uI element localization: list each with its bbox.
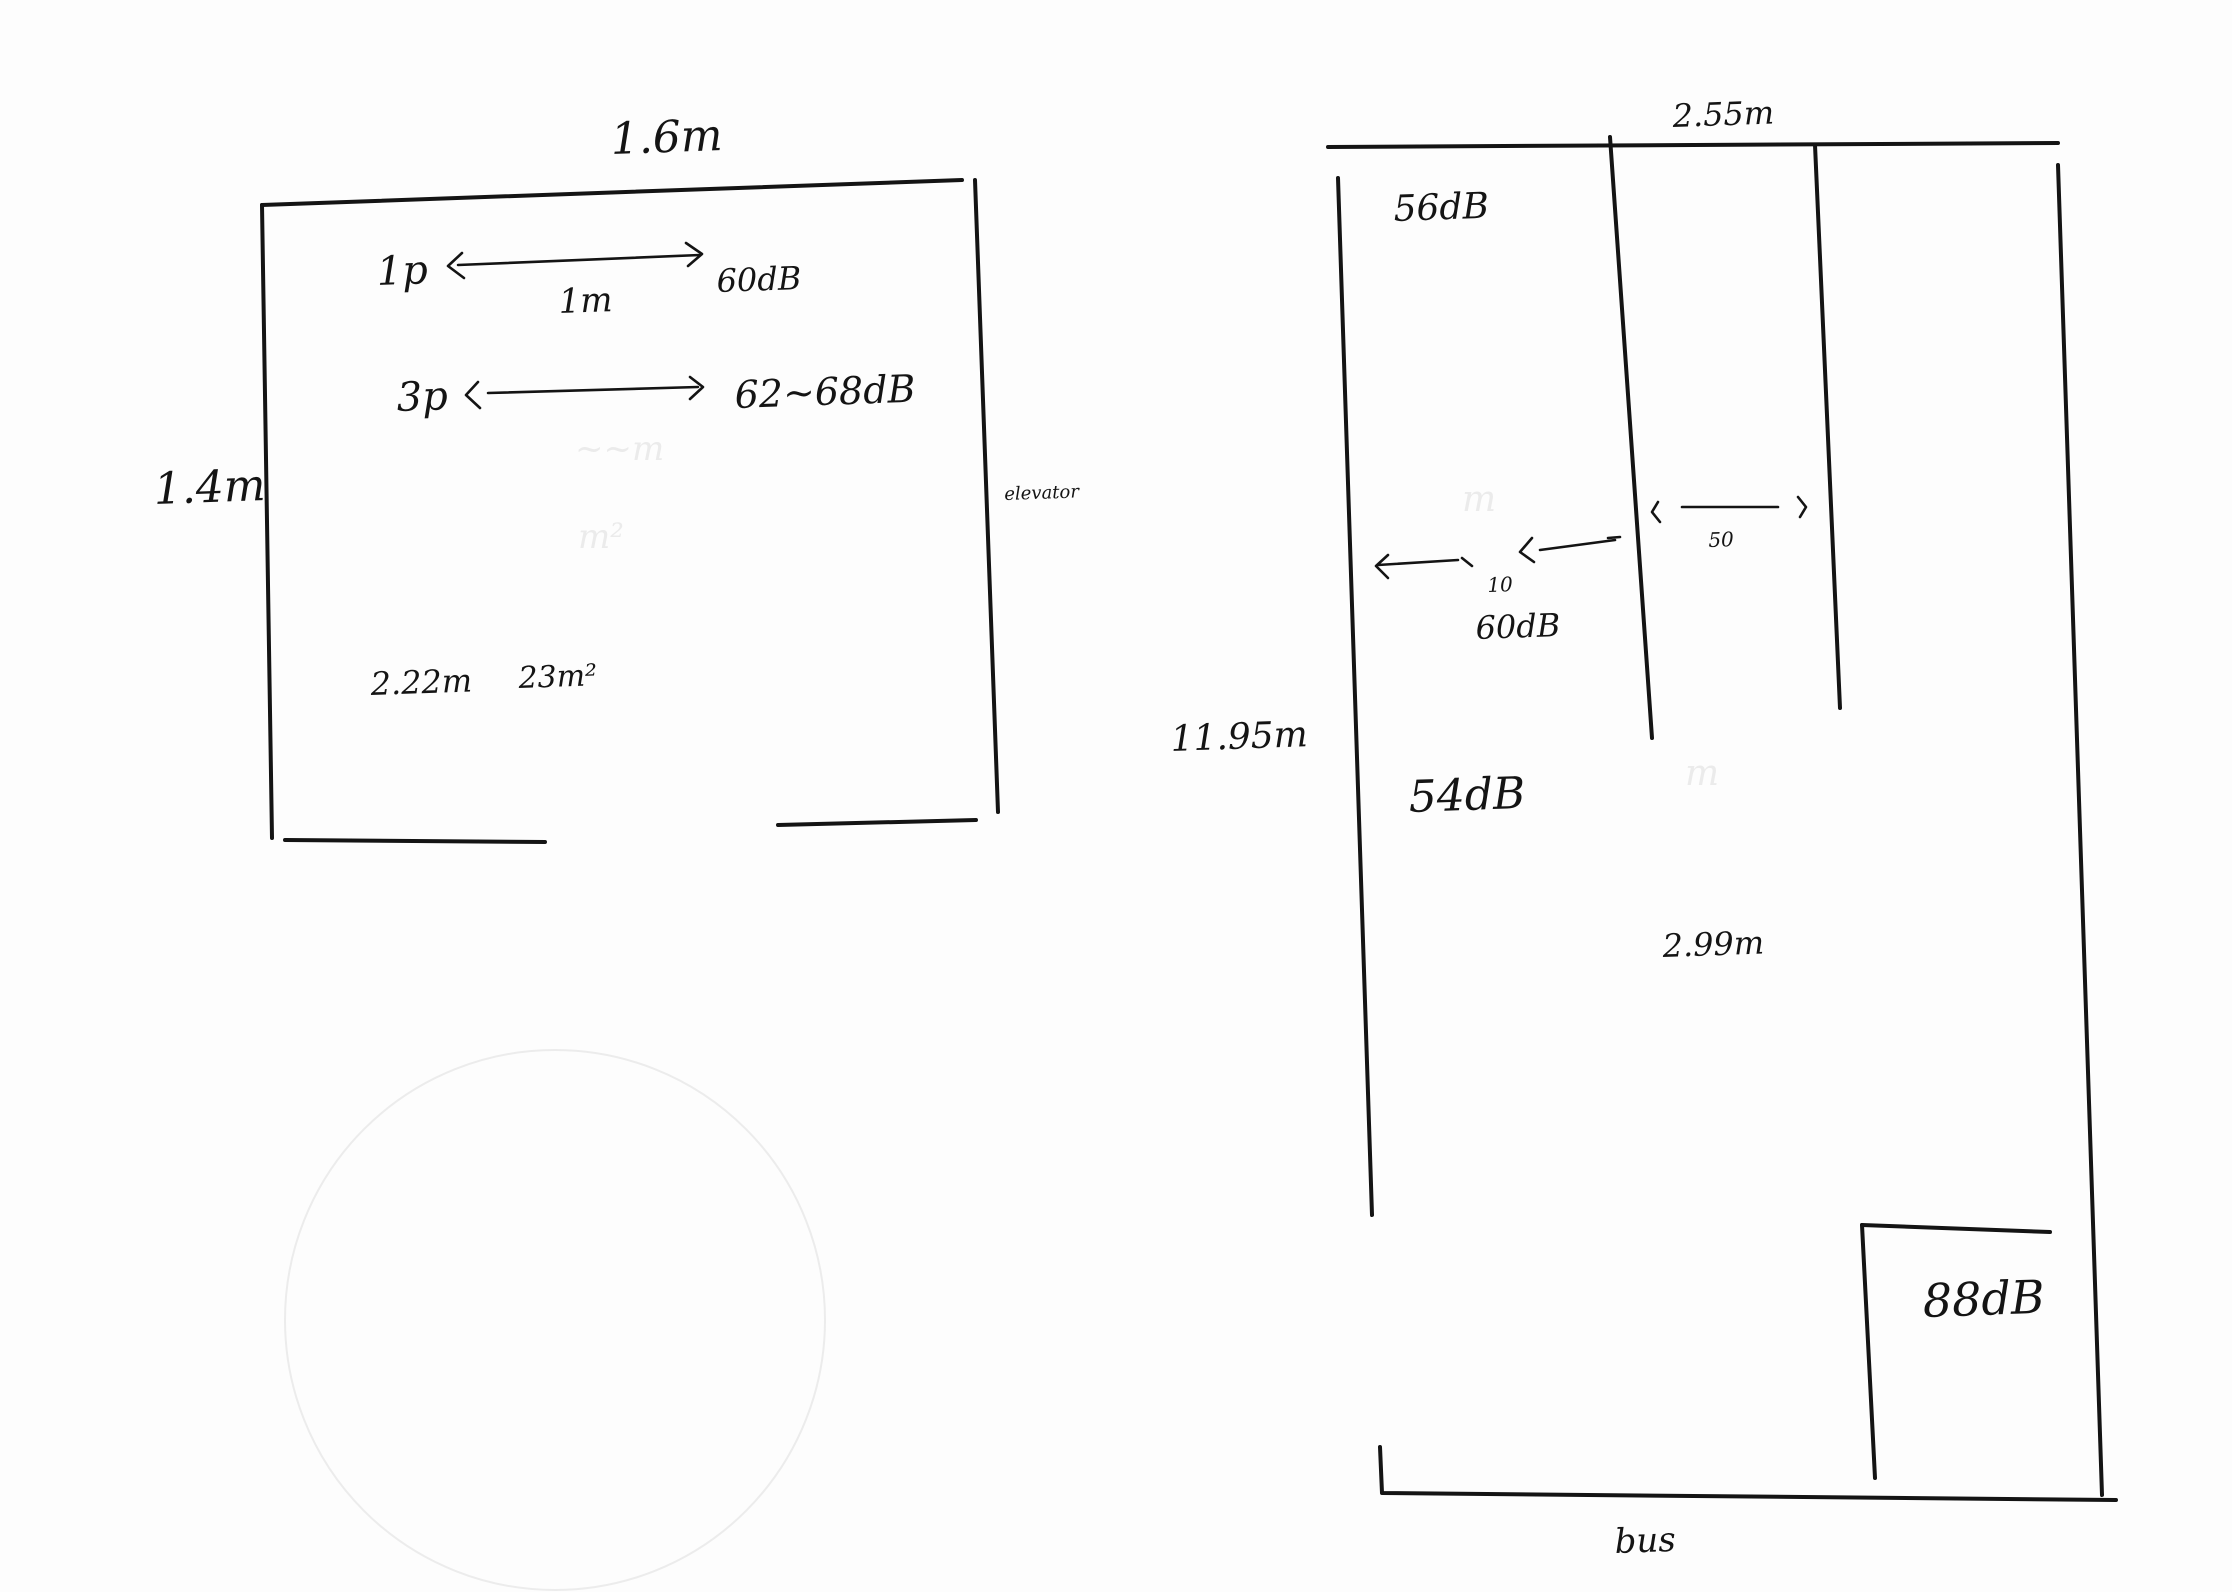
right-room-height-value: 2.99m (1661, 923, 1765, 965)
wide-gap-label: 50 (1707, 527, 1735, 552)
left-room-width-label: 1.6m (609, 110, 724, 165)
erased-note: m² (578, 517, 624, 557)
small-gap-level-label: 60dB (1474, 606, 1561, 647)
left-room-height-value: 2.22m (369, 661, 473, 703)
right-room-width-label: 2.55m (1671, 93, 1775, 135)
three-person-arrow-head-right (688, 375, 705, 401)
erased-note: ~~m (575, 429, 665, 469)
top-level-label: 56dB (1392, 185, 1490, 230)
right-room-top-wall (1326, 141, 2060, 149)
left-room-right-wall (973, 178, 1000, 814)
partition-two (1813, 143, 1842, 710)
three-person-arrow-shaft (486, 385, 700, 395)
erased-note: m (1462, 479, 1497, 520)
right-room-bottom-wall (1378, 1445, 2118, 1502)
left-room-height-label: 1.4m (152, 460, 267, 515)
right-room-length-label: 11.95m (1169, 714, 1309, 760)
corner-box-top (1860, 1223, 2052, 1234)
gap-arrow-right-tip (1606, 535, 1622, 540)
left-room-top-wall (260, 178, 964, 207)
left-room-left-wall (260, 203, 274, 840)
erased-note: m (1685, 753, 1720, 794)
gap-arrow-left-head (1374, 553, 1390, 580)
wide-gap-arrow-head-left (1650, 500, 1662, 524)
right-room-right-wall (2056, 163, 2104, 1497)
left-room (260, 178, 1000, 844)
one-person-arrow-shaft (456, 253, 702, 267)
middle-level-label: 54dB (1407, 767, 1527, 823)
partition-one (1608, 135, 1654, 740)
left-room-area-value: 23m² (517, 658, 598, 696)
one-person-label: 1p (375, 247, 429, 295)
three-person-count-label: 3p (395, 373, 449, 421)
corner-level-label: 88dB (1921, 1269, 2046, 1328)
gap-arrow-right-shaft (1538, 538, 1617, 552)
gap-arrow-left-shaft (1376, 558, 1460, 567)
elevator-door-label: elevator (1003, 481, 1080, 505)
bus-label: bus (1613, 1519, 1677, 1562)
right-room-left-wall (1336, 176, 1374, 1217)
erased-circle (284, 1049, 826, 1591)
gap-arrow-left-tip (1460, 556, 1474, 568)
gap-arrow-right-head (1518, 536, 1536, 564)
one-person-arrow-head-right (684, 241, 704, 268)
three-person-level-label: 62~68dB (733, 366, 917, 417)
one-person-distance-label: 1m (557, 280, 614, 322)
one-person-level-label: 60dB (715, 259, 802, 300)
small-gap-label: 10 (1486, 572, 1514, 597)
right-room (1326, 135, 2118, 1502)
three-person-arrow-head-left (464, 380, 482, 410)
one-person-arrow-head-left (446, 251, 466, 280)
left-room-bottom-wall-left (283, 838, 547, 844)
left-room-bottom-wall-right (776, 818, 978, 827)
corner-box-left (1860, 1223, 1877, 1480)
wide-gap-arrow-head-right (1796, 495, 1808, 519)
